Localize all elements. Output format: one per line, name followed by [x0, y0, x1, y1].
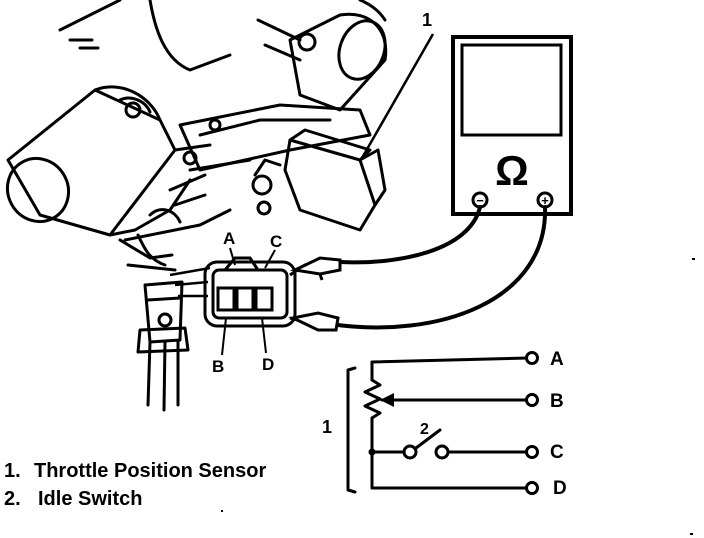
- scan-specks: [221, 258, 695, 535]
- wiper-arrowhead: [380, 393, 394, 407]
- switch-contact-right: [434, 444, 450, 460]
- legend-text: Idle Switch: [38, 488, 143, 510]
- legend-item-1: 1. Throttle Position Sensor: [4, 460, 266, 483]
- meter-leads: [316, 205, 548, 330]
- callout-number: 1: [422, 10, 432, 30]
- terminal-label-b: B: [550, 391, 564, 412]
- connector-pin-a: A: [223, 229, 235, 248]
- probe-tips: [288, 256, 342, 332]
- terminal-label-d: D: [553, 478, 567, 499]
- junction-dot: [368, 448, 376, 456]
- legend-text: Throttle Position Sensor: [34, 460, 267, 482]
- meter-minus-sign: −: [476, 193, 484, 208]
- schematic-sensor-number: 1: [322, 417, 332, 437]
- ohmmeter: [451, 35, 573, 216]
- ohm-symbol: Ω: [495, 147, 529, 194]
- legend-item-2: 2. Idle Switch: [4, 488, 142, 511]
- harness-wires: [169, 266, 211, 298]
- pin-leader-lines: [221, 247, 276, 356]
- legend-number: 1.: [4, 460, 21, 482]
- legend-number: 2.: [4, 488, 21, 510]
- terminal-label-a: A: [550, 349, 564, 370]
- callout-leader: [360, 33, 435, 159]
- terminal-label-c: C: [550, 442, 564, 463]
- connector-pin-b: B: [212, 357, 224, 376]
- switch-contact-left: [402, 444, 418, 460]
- meter-plus-sign: +: [541, 193, 549, 208]
- schematic-terminals: [525, 351, 539, 495]
- connector-pin-c: C: [270, 232, 282, 251]
- tps-schematic: [346, 356, 530, 494]
- schematic-switch-number: 2: [420, 421, 429, 438]
- throttle-body-drawing: [5, 0, 388, 412]
- connector-pin-d: D: [262, 355, 274, 374]
